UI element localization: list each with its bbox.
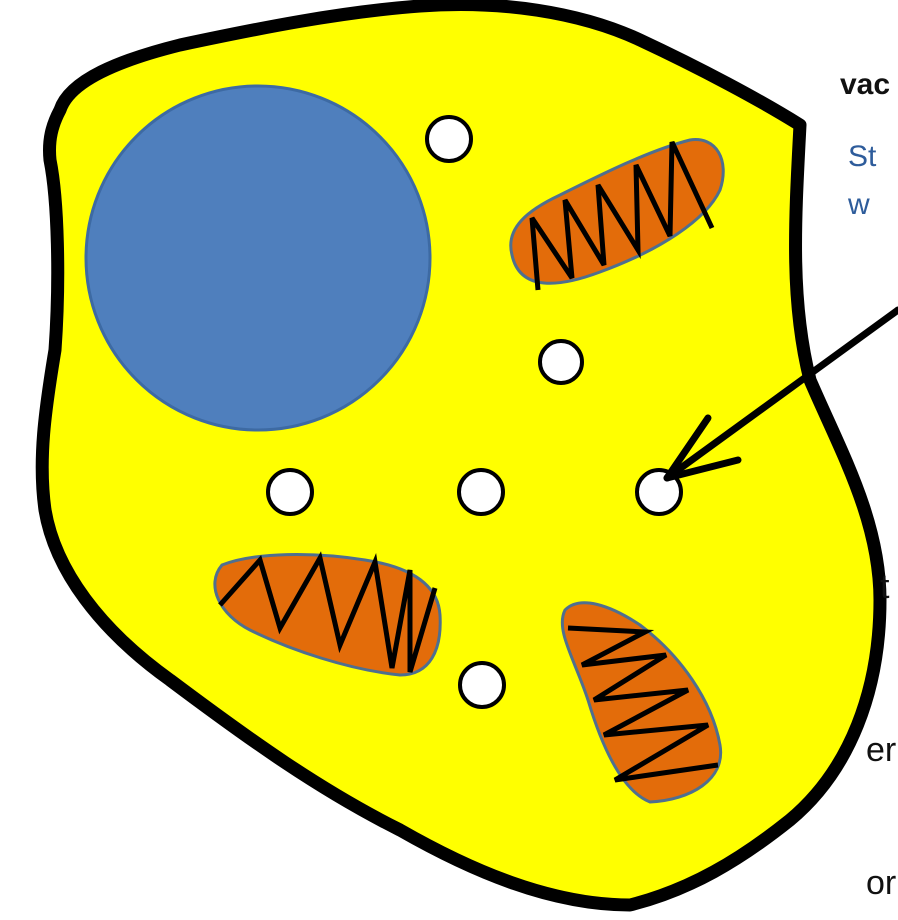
vacuole-6 <box>460 663 504 707</box>
vacuole-description-line-2: w <box>848 190 870 220</box>
vacuole-label: vac <box>840 70 890 100</box>
vacuole-4 <box>459 470 503 514</box>
side-text-2: er <box>866 733 896 767</box>
side-text-1: t <box>880 570 889 604</box>
vacuole-description-line-1: St <box>848 142 876 172</box>
vacuole-2 <box>540 341 582 383</box>
vacuole-1 <box>427 117 471 161</box>
nucleus <box>86 86 430 430</box>
side-text-3: or <box>866 866 896 900</box>
vacuole-3 <box>268 470 312 514</box>
